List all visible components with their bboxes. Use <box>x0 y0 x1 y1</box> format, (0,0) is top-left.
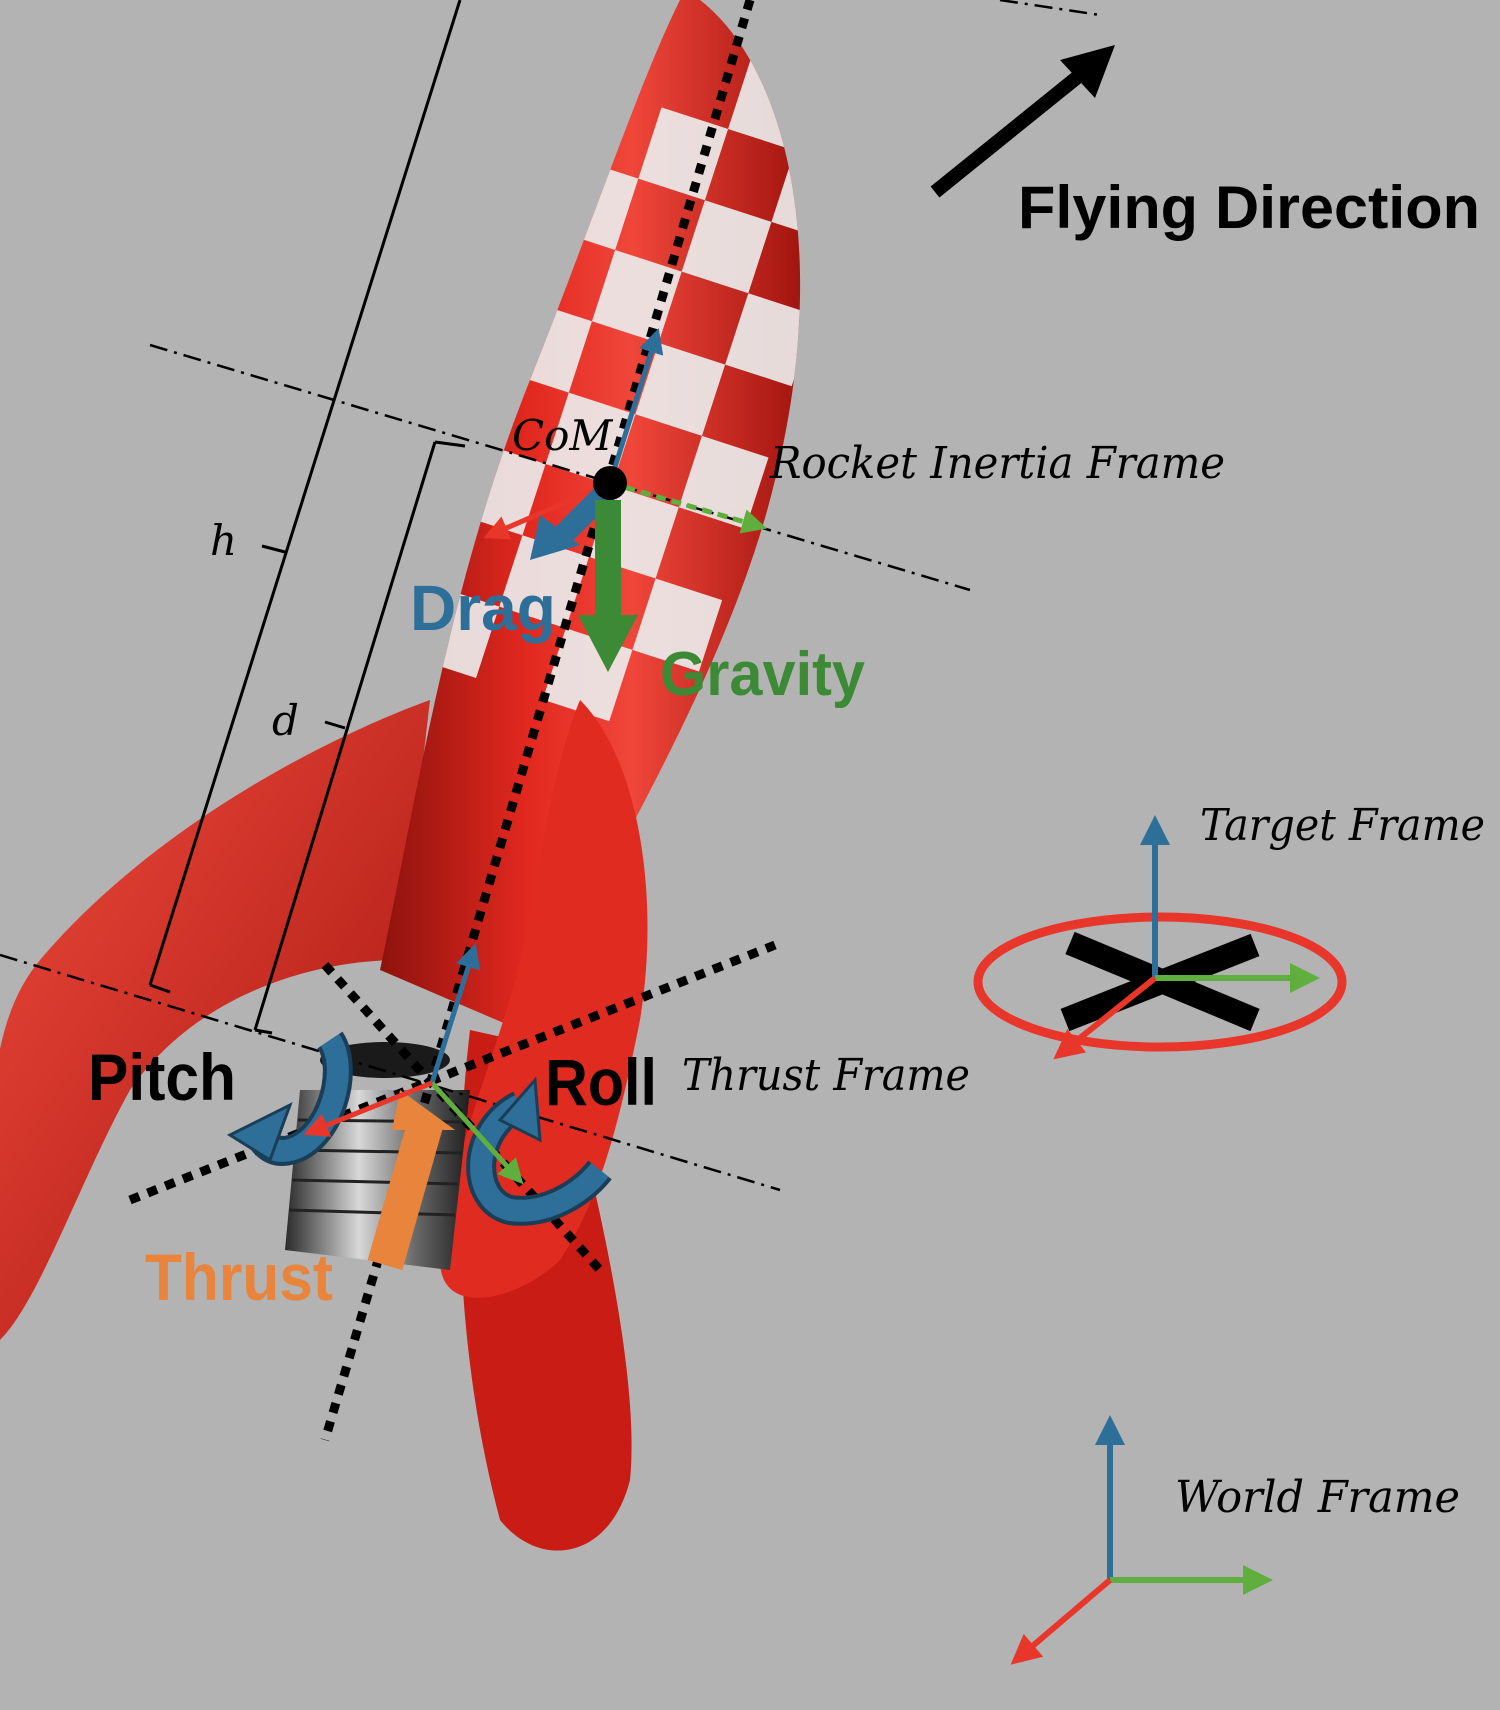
thrust-x-axis <box>303 1080 433 1137</box>
thrust-arrow <box>367 1090 455 1270</box>
dimension-h-label: h <box>210 516 237 565</box>
dimension-d <box>253 440 466 1035</box>
gravity-label: Gravity <box>660 640 865 709</box>
rocket-left-fin <box>0 700 430 1340</box>
drag-label: Drag <box>410 572 556 644</box>
world-frame-axes <box>1010 1415 1273 1665</box>
thrust-y-axis <box>430 1081 524 1185</box>
inertia-y-axis <box>609 480 768 534</box>
world-x-axis <box>1010 1577 1112 1665</box>
inertia-x-axis <box>483 480 611 540</box>
rocket-inertia-frame-label: Rocket Inertia Frame <box>769 438 1225 489</box>
com-label: CoM <box>512 411 613 460</box>
thrust-z-axis <box>429 943 481 1084</box>
thrust-frame-label: Thrust Frame <box>682 1050 970 1101</box>
target-frame-marker <box>973 815 1347 1060</box>
dimension-d-label: d <box>272 696 299 745</box>
target-x-axis <box>1053 975 1157 1060</box>
pitch-label: Pitch <box>88 1040 236 1114</box>
flying-direction-label: Flying Direction <box>1018 174 1480 241</box>
target-frame-label: Target Frame <box>1200 800 1485 851</box>
gravity-arrow <box>578 500 638 672</box>
pitch-rotation-arrow <box>226 1031 353 1166</box>
thrust-label: Thrust <box>145 1240 333 1314</box>
rocket-centerline <box>320 0 755 1442</box>
inertia-z-axis <box>607 328 664 484</box>
drag-arrow <box>530 482 616 560</box>
dimension-h <box>148 0 462 994</box>
thrust-reference-line <box>0 953 781 1192</box>
com-reference-line <box>149 343 971 592</box>
world-frame-label: World Frame <box>1175 1472 1460 1523</box>
thrust-frame-axes <box>303 943 524 1185</box>
rocket-inertia-frame-axes <box>483 328 768 540</box>
roll-rotation-arrow <box>466 1076 612 1226</box>
roll-label: Roll <box>545 1045 657 1119</box>
flying-direction-arrow <box>930 45 1115 198</box>
rocket <box>0 0 801 1551</box>
thrust-frame-axis-1 <box>128 940 777 1205</box>
com-point <box>593 466 627 500</box>
